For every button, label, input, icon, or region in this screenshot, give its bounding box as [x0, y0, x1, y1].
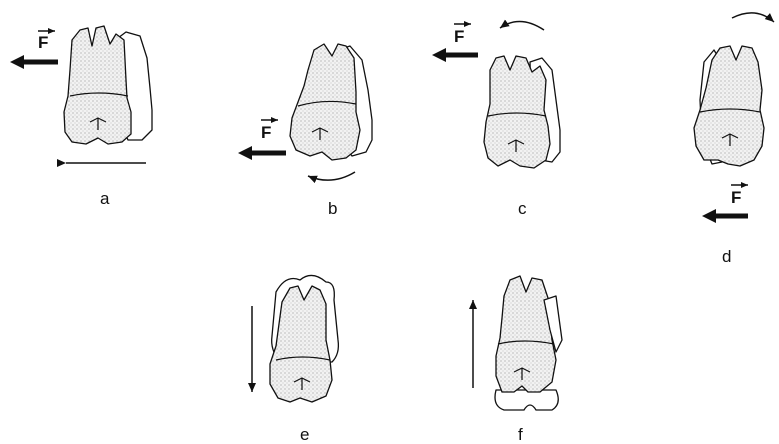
- force-symbol-b: F: [261, 123, 271, 142]
- force-arrowhead-b: [238, 146, 252, 160]
- tooth-a: [64, 26, 152, 144]
- force-vector-b: F: [238, 120, 286, 160]
- molar-f: [496, 276, 556, 392]
- force-vector-c: F: [432, 24, 478, 62]
- force-symbol-d: F: [731, 188, 741, 207]
- tooth-b: [290, 44, 372, 160]
- tooth-c: [484, 56, 560, 168]
- force-arrowhead-c: [432, 48, 446, 62]
- tooth-d: [694, 46, 764, 166]
- rotation-arrow-b: [308, 172, 355, 180]
- panel-c: F c: [432, 21, 560, 218]
- rotation-arrow-c: [500, 21, 544, 30]
- panel-a: F a: [10, 26, 152, 208]
- panel-label-f: f: [518, 425, 523, 444]
- force-vector-d: F: [702, 185, 748, 223]
- panel-label-e: e: [300, 425, 309, 444]
- tooth-e: [270, 275, 338, 402]
- force-symbol-a: F: [38, 33, 48, 52]
- panel-label-d: d: [722, 247, 731, 266]
- force-arrowhead-d: [702, 209, 716, 223]
- force-symbol-c: F: [454, 27, 464, 46]
- panel-label-c: c: [518, 199, 527, 218]
- panel-d: F d: [694, 13, 774, 266]
- tooth-f: [495, 276, 562, 410]
- panel-f: f: [473, 276, 562, 444]
- panel-e: e: [252, 275, 338, 444]
- force-arrowhead-a: [10, 55, 24, 69]
- rotation-arrow-d: [732, 13, 774, 22]
- panel-label-a: a: [100, 189, 110, 208]
- tooth-outline-f: [495, 390, 558, 410]
- molar-c: [484, 56, 550, 168]
- force-vector-a: F: [10, 31, 58, 69]
- panel-label-b: b: [328, 199, 337, 218]
- panel-b: F b: [238, 44, 372, 218]
